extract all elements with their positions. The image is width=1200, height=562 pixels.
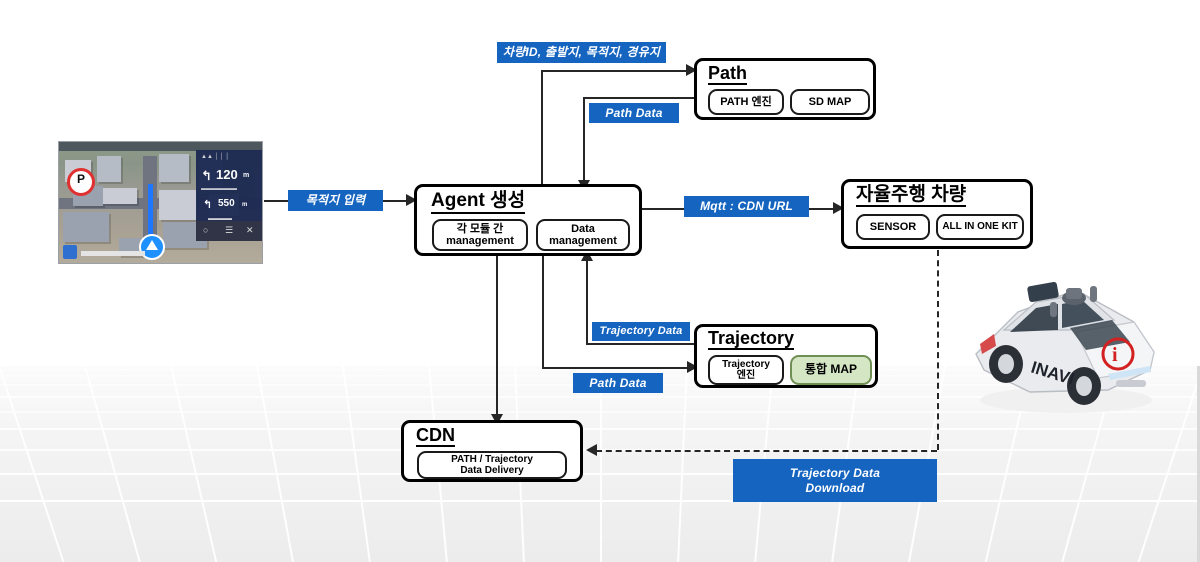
connector-agent-to-path-vertical	[541, 70, 543, 186]
sub-label-line1: Trajectory	[722, 358, 770, 370]
vehicle-logo-circle	[1101, 337, 1135, 371]
vehicle-headlight-strip	[1108, 366, 1151, 380]
lidar-sensor-body	[1066, 288, 1082, 299]
module-vehicle-sub-sensor[interactable]: SENSOR	[856, 214, 930, 240]
nav-building	[97, 156, 121, 182]
arrowhead-nav-to-agent	[406, 194, 417, 206]
flow-tag-line1: Trajectory Data	[789, 465, 881, 480]
floor-grid-line-vertical	[600, 366, 602, 562]
module-trajectory-sub-integrated-map[interactable]: 통합 MAP	[790, 355, 872, 385]
arrowhead-agent-to-cdn	[491, 414, 503, 425]
module-trajectory[interactable]: Trajectory Trajectory 엔진 통합 MAP	[694, 324, 878, 388]
vehicle-shadow	[980, 387, 1152, 413]
module-cdn-sub-data-delivery[interactable]: PATH / Trajectory Data Delivery	[417, 451, 567, 479]
flow-tag-trajectory-data: Trajectory Data	[592, 322, 690, 341]
vehicle-taillight	[980, 334, 996, 354]
roof-antenna-right	[1090, 286, 1097, 302]
module-cdn[interactable]: CDN PATH / Trajectory Data Delivery	[401, 420, 583, 482]
nav-compass-icon	[63, 245, 77, 259]
module-vehicle-sub-all-in-one-kit[interactable]: ALL IN ONE KIT	[936, 214, 1024, 240]
nav-building	[63, 212, 109, 242]
arrowhead-vehicle-to-cdn	[586, 444, 597, 456]
module-path-title: Path	[708, 63, 748, 85]
vehicle-window-rear	[1010, 304, 1058, 332]
module-trajectory-sub-engine[interactable]: Trajectory 엔진	[708, 355, 784, 385]
nav-turn-unit-secondary: m	[242, 202, 248, 208]
flow-tag-trajectory-download: Trajectory Data Download	[733, 459, 937, 502]
flow-tag-destination-input: 목적지 입력	[288, 190, 383, 211]
connector-path-to-agent-horizontal	[583, 97, 695, 99]
sub-label-line1: 각 모듈 간	[456, 222, 504, 235]
nav-current-position-marker	[139, 234, 165, 260]
floor-right-edge	[1197, 366, 1200, 562]
navigation-screenshot: P ▲▲ │ │ │ ↰ 120 m ▬▬▬▬▬▬ ↰ 550 m ▬▬▬▬ ○…	[58, 141, 263, 264]
module-agent-title: Agent 생성	[431, 191, 526, 214]
nav-close-icon[interactable]: ✕	[246, 225, 254, 235]
connector-path-to-agent-vertical	[583, 97, 585, 183]
vehicle-front-bumper	[1116, 380, 1146, 387]
nav-toolbar[interactable]: ○ ☰ ✕	[196, 221, 262, 241]
arrowhead-agent-to-trajectory	[687, 361, 698, 373]
nav-turn-distance-secondary: 550	[218, 198, 235, 209]
sub-label-line2: management	[549, 235, 617, 247]
sub-label-line1: PATH / Trajectory	[451, 453, 533, 465]
roof-camera-panel	[1027, 281, 1059, 303]
arrowhead-agent-to-path	[686, 64, 697, 76]
module-path[interactable]: Path PATH 엔진 SD MAP	[694, 58, 876, 120]
flow-tag-path-data-bottom: Path Data	[573, 373, 663, 393]
connector-agent-to-trajectory-vertical	[542, 256, 544, 368]
module-agent-sub-data-management[interactable]: Data management	[536, 219, 630, 251]
connector-trajectory-to-agent-horizontal	[586, 343, 696, 345]
module-vehicle-title: 자율주행 차량	[856, 184, 967, 207]
flow-tag-path-data-top: Path Data	[589, 103, 679, 123]
nav-building	[159, 190, 197, 220]
roof-antenna-left	[1050, 302, 1057, 317]
nav-home-icon[interactable]: ○	[203, 225, 209, 235]
nav-building	[103, 188, 137, 204]
sub-label-line2: 엔진	[736, 370, 756, 381]
module-agent-sub-module-management[interactable]: 각 모듈 간 management	[432, 219, 528, 251]
nav-turn-distance-primary: 120	[216, 167, 238, 182]
nav-turn-unit-primary: m	[243, 172, 250, 179]
arrowhead-agent-to-vehicle	[833, 202, 844, 214]
module-path-sub-sd-map[interactable]: SD MAP	[790, 89, 870, 115]
flow-tag-mqtt-cdn-url: Mqtt : CDN URL	[684, 196, 809, 217]
nav-progress-bar	[81, 251, 145, 256]
connector-agent-to-cdn	[496, 256, 498, 420]
vehicle-window-front	[1062, 300, 1104, 328]
nav-building	[159, 154, 189, 182]
vehicle-windshield	[1070, 320, 1130, 350]
connector-agent-to-path-horizontal	[541, 70, 693, 72]
connector-vehicle-to-cdn-vertical	[937, 250, 939, 450]
flow-tag-line2: Download	[805, 480, 865, 495]
nav-status-bar	[59, 142, 262, 151]
sub-label-line1: Data	[571, 222, 595, 235]
module-cdn-title: CDN	[416, 425, 455, 447]
nav-route-line	[148, 184, 153, 236]
connector-trajectory-to-agent-vertical	[586, 258, 588, 344]
nav-menu-icon[interactable]: ☰	[225, 225, 234, 235]
module-path-sub-path-engine[interactable]: PATH 엔진	[708, 89, 784, 115]
module-trajectory-title: Trajectory	[708, 328, 795, 350]
autonomous-vehicle-illustration: INAVI i	[975, 281, 1155, 413]
sub-label-line2: Data Delivery	[460, 465, 524, 476]
nav-turn-panel: ▲▲ │ │ │ ↰ 120 m ▬▬▬▬▬▬ ↰ 550 m ▬▬▬▬	[196, 150, 262, 232]
vehicle-logo-letter: i	[1112, 344, 1118, 366]
module-autonomous-vehicle[interactable]: 자율주행 차량 SENSOR ALL IN ONE KIT	[841, 179, 1033, 249]
flow-tag-vehicle-id-route: 차량ID, 출발지, 목적지, 경유지	[497, 42, 666, 63]
sub-label-line2: management	[446, 235, 514, 247]
parking-badge-icon: P	[67, 168, 95, 196]
module-agent[interactable]: Agent 생성 각 모듈 간 management Data manageme…	[414, 184, 642, 256]
connector-vehicle-to-cdn-horizontal	[596, 450, 937, 452]
connector-agent-to-trajectory-horizontal	[542, 367, 694, 369]
